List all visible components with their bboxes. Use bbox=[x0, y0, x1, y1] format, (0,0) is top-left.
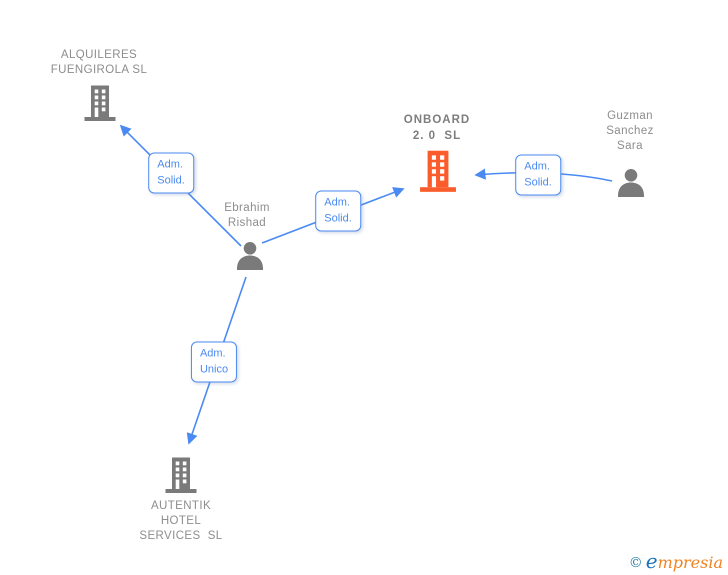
person-icon[interactable] bbox=[613, 166, 649, 202]
node-label-alquileres[interactable]: ALQUILERES FUENGIROLA SL bbox=[50, 49, 148, 76]
copyright-icon: © bbox=[628, 555, 643, 571]
brand-rest: mpresia bbox=[657, 553, 723, 572]
edge-label-adm-solid-1: Adm. Solid. bbox=[148, 152, 194, 194]
node-label-ebrahim[interactable]: Ebrahim Rishad bbox=[224, 202, 270, 229]
person-icon[interactable] bbox=[232, 239, 268, 275]
building-icon[interactable] bbox=[82, 84, 118, 122]
empresia-logo: ©empresia bbox=[629, 549, 723, 573]
edge-label-adm-solid-2: Adm. Solid. bbox=[315, 190, 361, 232]
brand-initial: e bbox=[645, 549, 658, 573]
edge-label-adm-unico: Adm. Unico bbox=[190, 341, 238, 383]
building-icon-highlighted[interactable] bbox=[417, 149, 459, 193]
node-label-autentik[interactable]: AUTENTIK HOTEL SERVICES SL bbox=[139, 500, 223, 542]
node-label-guzman[interactable]: Guzman Sanchez Sara bbox=[606, 110, 654, 152]
node-label-onboard[interactable]: ONBOARD 2. 0 SL bbox=[403, 114, 471, 142]
building-icon[interactable] bbox=[163, 456, 199, 494]
edge-label-adm-solid-3: Adm. Solid. bbox=[515, 154, 561, 196]
